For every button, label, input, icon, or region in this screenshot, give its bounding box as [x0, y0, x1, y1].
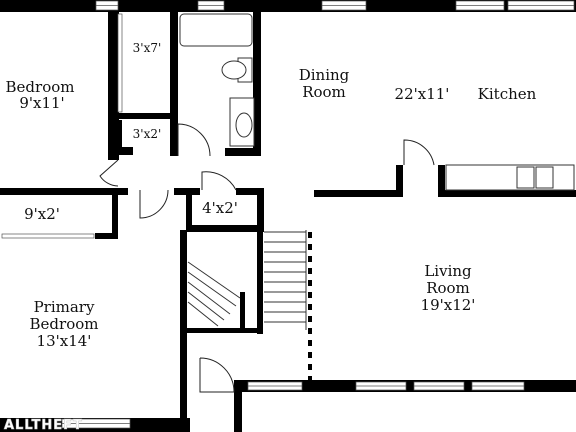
door-pantry	[403, 139, 435, 166]
room-kitchen-name: Kitchen	[478, 85, 537, 103]
wall-stair-low	[186, 328, 260, 333]
door-bedroom	[99, 159, 119, 187]
sink-left	[516, 166, 535, 189]
closet-4x2-size: 4'x2'	[202, 199, 238, 217]
closet-9x2-size: 9'x2'	[24, 205, 60, 223]
window-bottom-1	[247, 381, 303, 391]
room-living-line1: Living	[424, 262, 472, 280]
wall-stair-mid	[257, 228, 263, 334]
wall-bath-bottom	[225, 148, 261, 156]
door-entry	[199, 357, 235, 393]
window-top-5	[507, 0, 575, 11]
bath-fixtures	[179, 13, 255, 147]
room-primary-size: 13'x14'	[37, 332, 92, 350]
closet-3x7-size: 3'x7'	[133, 41, 162, 55]
dining-kitchen-size: 22'x11'	[395, 85, 450, 103]
wall-bath-right	[253, 10, 261, 156]
wall-9x2-right	[112, 190, 118, 238]
wall-4x2-left	[186, 195, 192, 230]
stairs	[187, 230, 307, 330]
wall-closet-left	[117, 120, 122, 150]
doors	[99, 123, 435, 393]
wall-bedroom-right	[108, 10, 119, 160]
wall-top	[0, 0, 576, 12]
room-dining-line2: Room	[302, 83, 346, 101]
room-bedroom-size: 9'x11'	[19, 94, 64, 112]
watermark: ALLTHEFT	[4, 418, 83, 432]
wall-mid-right	[236, 188, 264, 195]
room-living-line2: Room	[426, 279, 470, 297]
door-bath	[177, 123, 211, 157]
window-top-1	[95, 0, 119, 11]
wall-kitchen-living	[314, 190, 400, 197]
wall-kitchen-living-r	[445, 190, 576, 197]
window-top-3	[321, 0, 367, 11]
door-4x2	[201, 171, 237, 191]
wall-stair-inner	[240, 292, 245, 332]
closet-slider-9x2	[1, 233, 95, 239]
window-top-2	[197, 0, 225, 11]
room-dining-line1: Dining	[299, 66, 350, 84]
closet-slider-3x7	[117, 13, 123, 113]
wall-mid-small	[174, 188, 200, 195]
room-living-size: 19'x12'	[421, 296, 476, 314]
wall-mid-left	[0, 188, 128, 195]
window-top-4	[455, 0, 505, 11]
door-primary	[139, 189, 169, 219]
room-primary-line1: Primary	[34, 298, 95, 316]
wall-9x2-bottom	[95, 233, 118, 239]
window-bottom-4	[471, 381, 525, 391]
wall-entry-right	[234, 380, 242, 432]
kitchen-counter	[445, 164, 575, 191]
wall-kitchen-stub-right	[438, 165, 445, 197]
sink	[235, 112, 253, 138]
window-bottom-5	[61, 418, 131, 429]
wall-closet-divider	[117, 113, 177, 119]
counter	[445, 164, 575, 191]
wall-closet-bottom	[117, 147, 133, 155]
bathtub	[179, 13, 253, 47]
wall-4x2-bottom	[186, 225, 260, 232]
room-bedroom-name: Bedroom	[6, 78, 75, 96]
window-bottom-2	[355, 381, 407, 391]
wall-stair-left	[180, 230, 187, 430]
toilet-bowl	[221, 60, 247, 80]
room-primary-line2: Bedroom	[30, 315, 99, 333]
window-bottom-3	[413, 381, 465, 391]
sink-right	[535, 166, 554, 189]
wall-4x2-right	[257, 195, 264, 232]
closet-3x2-size: 3'x2'	[133, 127, 162, 141]
wall-closet-right	[170, 10, 178, 156]
wall-kitchen-stub-left	[396, 165, 403, 197]
